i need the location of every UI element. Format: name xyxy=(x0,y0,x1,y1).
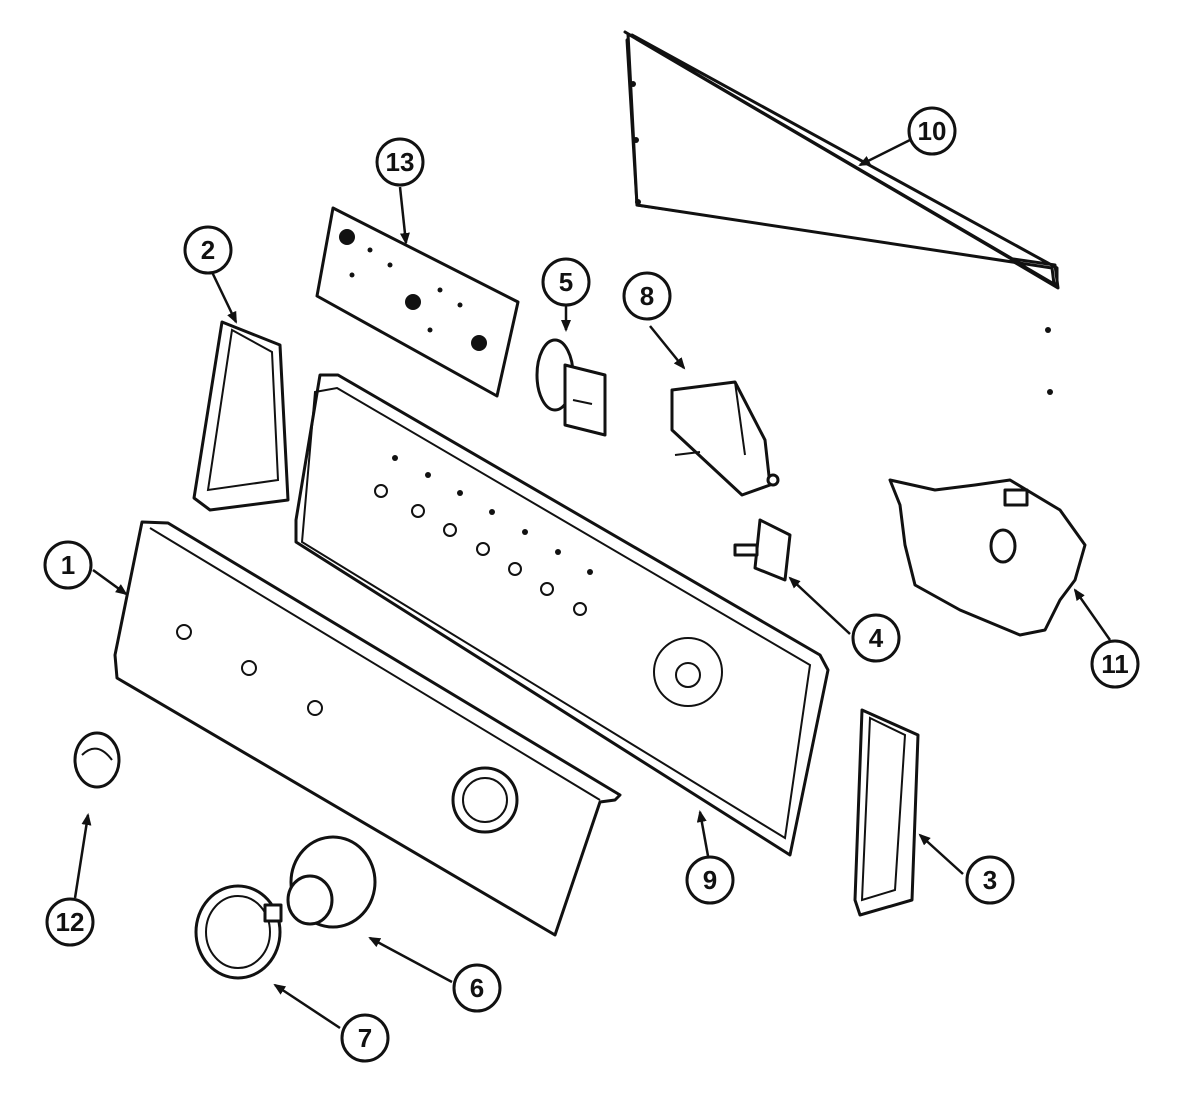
callout-9: 9 xyxy=(685,855,735,905)
callout-12-label: 12 xyxy=(56,907,85,937)
part-9-console-panel xyxy=(294,373,830,857)
part-4-push-switch xyxy=(733,518,792,582)
part-3-right-bracket xyxy=(853,708,920,917)
part-6-dial-skirt xyxy=(286,835,377,929)
leader-8 xyxy=(649,325,686,370)
callout-12: 12 xyxy=(45,897,95,947)
callout-11-label: 11 xyxy=(1101,649,1129,679)
callout-6: 6 xyxy=(452,963,502,1013)
part-7-main-knob xyxy=(194,884,283,980)
leader-6 xyxy=(368,936,453,984)
leader-1 xyxy=(92,568,128,596)
callout-5-label: 5 xyxy=(559,267,573,297)
part-11-motor-assembly xyxy=(888,478,1087,637)
callout-6-label: 6 xyxy=(470,973,484,1003)
leader-lines xyxy=(73,138,1112,1030)
leader-7 xyxy=(273,983,341,1030)
callout-10: 10 xyxy=(907,106,957,156)
callout-10-label: 10 xyxy=(918,116,947,146)
leader-2 xyxy=(210,271,238,324)
leader-9 xyxy=(696,810,710,857)
callout-8-label: 8 xyxy=(640,281,654,311)
callout-4: 4 xyxy=(851,613,901,663)
callout-7: 7 xyxy=(340,1013,390,1063)
callout-9-label: 9 xyxy=(703,865,717,895)
callout-11: 11 xyxy=(1090,639,1140,689)
callouts: 1 2 3 4 5 6 7 8 xyxy=(43,106,1140,1063)
part-8-timer xyxy=(670,380,780,497)
callout-2: 2 xyxy=(183,225,233,275)
part-12-small-knob xyxy=(73,731,121,789)
callout-4-label: 4 xyxy=(869,623,884,653)
callout-13: 13 xyxy=(375,137,425,187)
part-10-back-panel xyxy=(623,30,1060,395)
part-13-circuit-board xyxy=(315,206,520,398)
leader-12 xyxy=(73,813,92,899)
part-2-left-bracket xyxy=(192,320,290,512)
part-1-front-panel xyxy=(113,520,622,937)
part-5-selector-switch xyxy=(535,338,607,437)
callout-3-label: 3 xyxy=(983,865,997,895)
callout-8: 8 xyxy=(622,271,672,321)
leader-10 xyxy=(858,138,911,167)
callout-1: 1 xyxy=(43,540,93,590)
callout-3: 3 xyxy=(965,855,1015,905)
leader-11 xyxy=(1073,588,1112,641)
callout-13-label: 13 xyxy=(386,147,415,177)
callout-5: 5 xyxy=(541,257,591,307)
callout-2-label: 2 xyxy=(201,235,215,265)
callout-1-label: 1 xyxy=(61,550,75,580)
leader-13 xyxy=(398,186,410,245)
leader-3 xyxy=(918,833,964,875)
leader-4 xyxy=(788,576,851,635)
callout-7-label: 7 xyxy=(358,1023,372,1053)
